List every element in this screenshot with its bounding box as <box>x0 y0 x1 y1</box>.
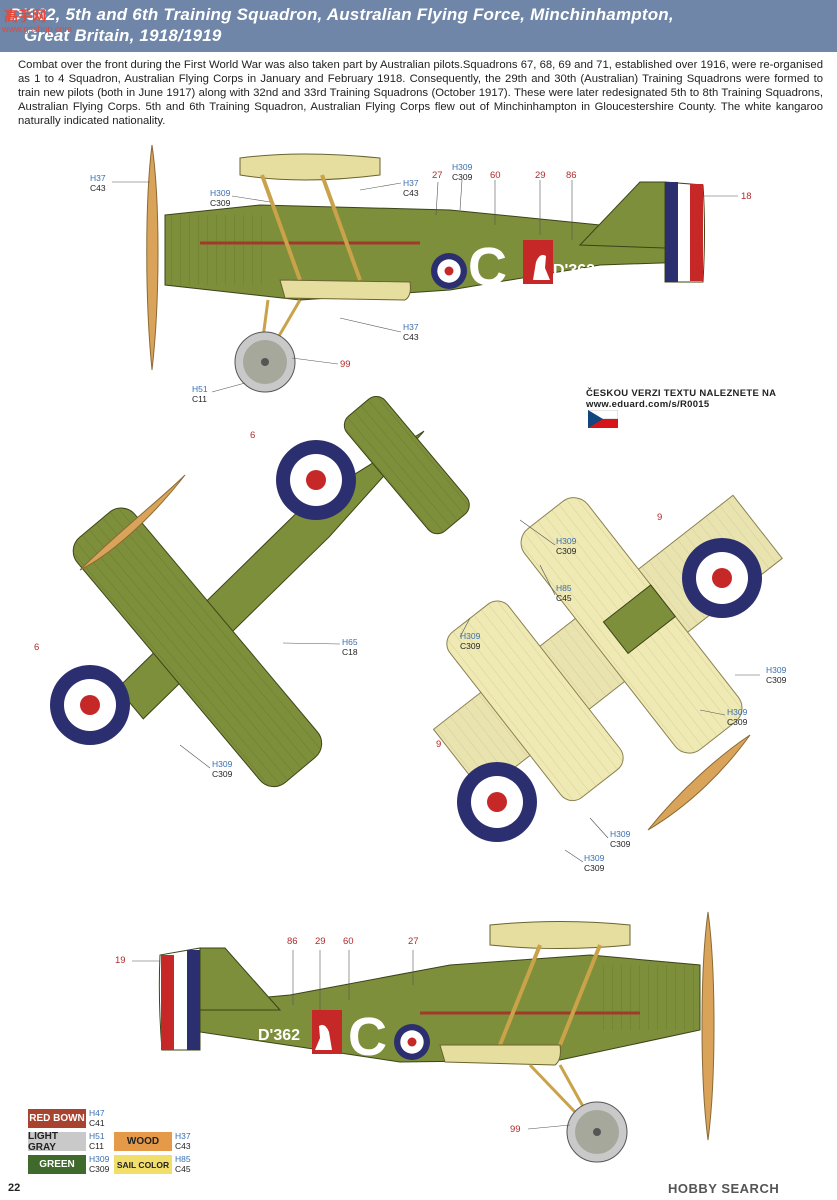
decal-19: 19 <box>115 955 126 966</box>
title-line-2: Great Britain, 1918/1919 <box>24 26 222 45</box>
decal-6-lower: 6 <box>34 642 40 653</box>
plan-view-lower-surfaces <box>432 494 783 842</box>
czech-url[interactable]: www.eduard.com/s/R0015 <box>586 399 710 410</box>
side-view-left-profile: C <box>146 144 705 393</box>
decal-29-top: 29 <box>535 170 546 181</box>
svg-text:C: C <box>348 1007 387 1067</box>
title-banner <box>0 0 837 52</box>
watermark-logo: 高手网 <box>4 8 46 24</box>
watermark-url: www.gsshop.com <box>2 24 73 34</box>
czech-flag-icon <box>588 410 618 428</box>
legend-swatch-green: GREEN <box>28 1155 86 1174</box>
decal-60-bottom: 60 <box>343 936 354 947</box>
decal-86-top: 86 <box>566 170 577 181</box>
decal-99-top: 99 <box>340 359 351 370</box>
brand-watermark: HOBBY SEARCH <box>668 1181 780 1196</box>
decal-60-top: 60 <box>490 170 501 181</box>
serial-bottom: D'362 <box>258 1027 301 1044</box>
serial-top: D'362 <box>553 262 596 279</box>
legend-swatch-wood: WOOD <box>114 1132 172 1151</box>
decal-99-bottom: 99 <box>510 1124 521 1135</box>
page-number: 22 <box>8 1182 21 1194</box>
decal-9-left: 9 <box>436 739 442 750</box>
czech-note: ČESKOU VERZI TEXTU NALEZNETE NA <box>586 388 777 399</box>
title-line-1: D'362, 5th and 6th Training Squadron, Au… <box>10 5 674 24</box>
decal-6-upper: 6 <box>250 430 256 441</box>
side-view-right-profile: C <box>158 911 715 1163</box>
decal-27-top: 27 <box>432 170 443 181</box>
decal-86-bottom: 86 <box>287 936 298 947</box>
decal-29-bottom: 29 <box>315 936 326 947</box>
decal-18: 18 <box>741 191 752 202</box>
decal-27-bottom: 27 <box>408 936 419 947</box>
decal-9-right: 9 <box>657 512 663 523</box>
page-title: D'362, 5th and 6th Training Squadron, Au… <box>10 4 770 46</box>
legend-swatch-sail-color: SAIL COLOR <box>114 1155 172 1174</box>
legend-swatch-red-bown: RED BOWN <box>28 1109 86 1128</box>
svg-text:C: C <box>468 237 507 297</box>
legend-swatch-light-gray: LIGHT GRAY <box>28 1131 86 1153</box>
body-paragraph: Combat over the front during the First W… <box>18 59 823 127</box>
